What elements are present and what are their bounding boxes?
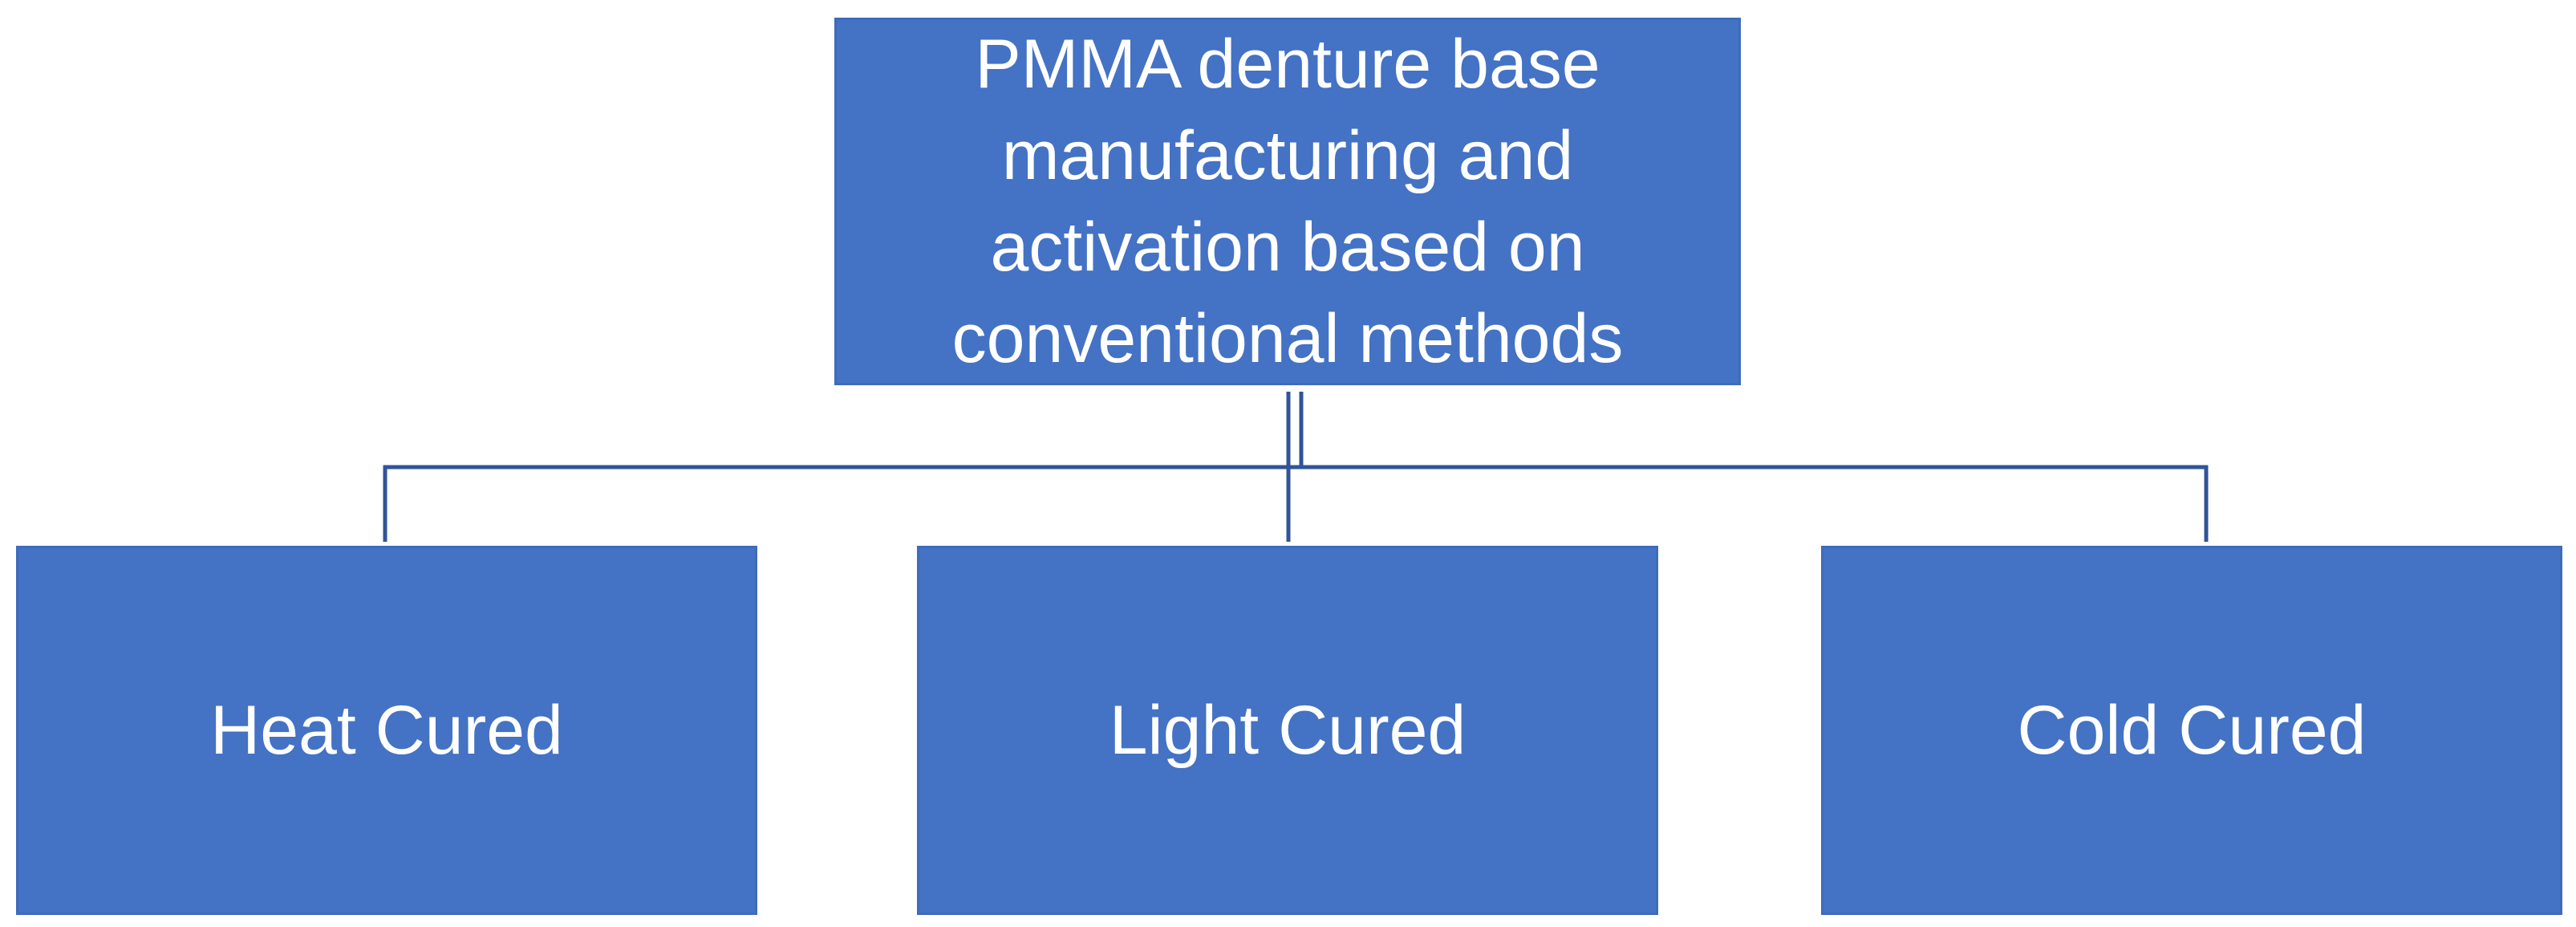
child-node-label: Cold Cured <box>2017 692 2367 769</box>
root-node-label: PMMA denture base manufacturing and acti… <box>951 26 1624 377</box>
child-node-heat-cured: Heat Cured <box>16 546 757 915</box>
root-node: PMMA denture base manufacturing and acti… <box>834 18 1741 385</box>
child-node-cold-cured: Cold Cured <box>1821 546 2562 915</box>
child-node-label: Light Cured <box>1109 692 1466 769</box>
child-node-label: Heat Cured <box>210 692 563 769</box>
child-node-light-cured: Light Cured <box>917 546 1658 915</box>
